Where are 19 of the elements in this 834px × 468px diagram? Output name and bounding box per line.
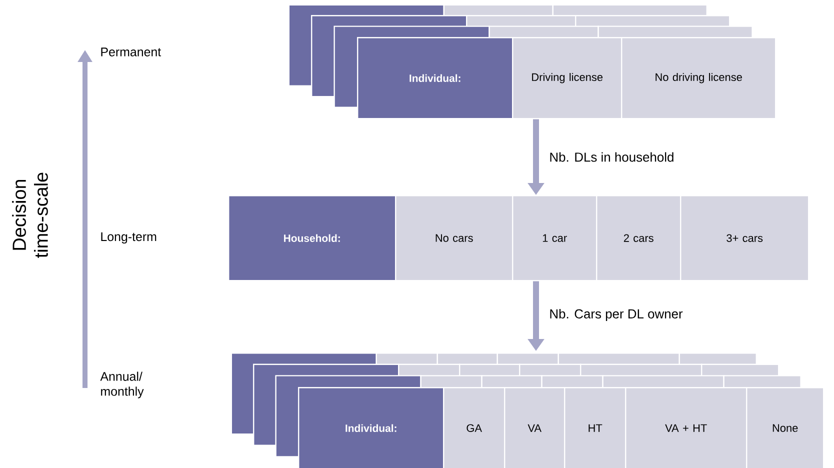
edge-label: Nb. Cars per DL owner (548, 308, 684, 322)
axis-title: Decision time-scale (12, 172, 48, 258)
option-cell: HT (564, 386, 626, 468)
header-cell: Household: (228, 195, 396, 282)
option-cell: 1 car (512, 195, 598, 282)
option-cell: GA (443, 386, 506, 468)
header-cell: Individual: (298, 386, 444, 468)
option-cell: None (746, 386, 824, 468)
option-cell: Driving license (512, 37, 622, 120)
option-cell: No cars (395, 195, 514, 282)
option-cell: VA (504, 386, 566, 468)
header-cell: Individual: (357, 37, 514, 120)
edge-label: Nb. DLs in household (548, 151, 676, 163)
level-label: Annual/ monthly (100, 372, 144, 398)
option-cell: 2 cars (596, 195, 682, 282)
option-cell: 3+ cars (680, 195, 810, 282)
level-label: Permanent (101, 48, 162, 56)
option-cell: No driving license (621, 37, 776, 120)
level-label: Long-term (101, 232, 156, 244)
